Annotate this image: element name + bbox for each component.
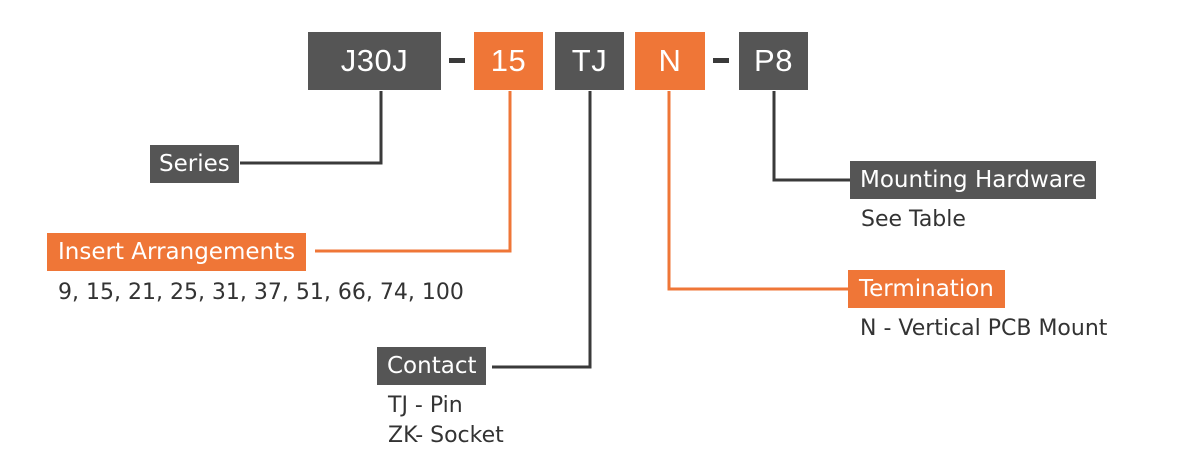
series-label-text: Series	[159, 151, 230, 177]
series-connector	[240, 91, 383, 165]
termination-option: N - Vertical PCB Mount	[860, 316, 1108, 341]
contact-code-text: TJ	[571, 43, 608, 78]
termination-options: N - Vertical PCB Mount	[860, 314, 1107, 344]
hardware-code-box: P8	[739, 32, 808, 90]
contact-options: TJ - Pin ZK- Socket	[388, 391, 504, 451]
contact-option-socket: ZK- Socket	[388, 423, 504, 448]
mounting-hardware-label-text: Mounting Hardware	[860, 167, 1087, 193]
contact-label: Contact	[377, 347, 487, 385]
insert-code-box: 15	[474, 32, 543, 90]
termination-connector	[667, 91, 848, 291]
separator-dash-1	[449, 58, 465, 63]
termination-label-text: Termination	[859, 276, 994, 302]
insert-code-text: 15	[490, 43, 527, 78]
series-code-text: J30J	[340, 43, 409, 78]
contact-connector	[492, 91, 592, 369]
contact-label-text: Contact	[387, 353, 477, 379]
separator-dash-2	[713, 58, 729, 63]
contact-code-box: TJ	[555, 32, 624, 90]
insert-connector	[315, 91, 512, 253]
hardware-code-text: P8	[754, 43, 793, 78]
insert-arrangements-options: 9, 15, 21, 25, 31, 37, 51, 66, 74, 100	[58, 278, 464, 308]
mounting-hardware-options: See Table	[861, 205, 966, 235]
mounting-hardware-option: See Table	[861, 207, 966, 232]
insert-arrangements-label: Insert Arrangements	[47, 233, 307, 271]
series-label: Series	[150, 145, 239, 183]
contact-option-pin: TJ - Pin	[388, 393, 463, 418]
termination-code-box: N	[635, 32, 705, 90]
series-code-box: J30J	[308, 32, 441, 90]
termination-label: Termination	[848, 270, 1005, 308]
termination-code-text: N	[658, 43, 682, 78]
insert-option: 9, 15, 21, 25, 31, 37, 51, 66, 74, 100	[58, 280, 464, 305]
hardware-connector	[772, 91, 850, 182]
insert-arrangements-label-text: Insert Arrangements	[58, 239, 296, 265]
mounting-hardware-label: Mounting Hardware	[850, 161, 1097, 199]
